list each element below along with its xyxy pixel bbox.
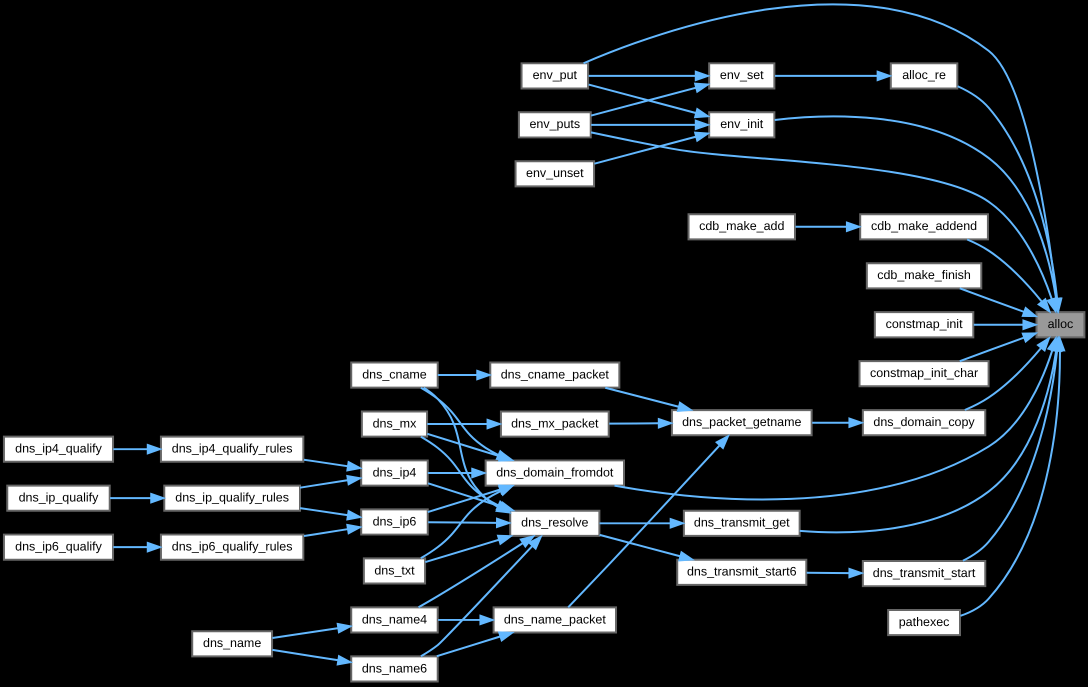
svg-text:dns_txt: dns_txt (374, 562, 415, 577)
svg-text:dns_ip6_qualify: dns_ip6_qualify (15, 539, 102, 554)
svg-text:dns_cname: dns_cname (362, 366, 426, 381)
svg-text:alloc: alloc (1048, 316, 1074, 331)
svg-text:dns_ip_qualify: dns_ip_qualify (19, 490, 99, 505)
svg-text:dns_ip4_qualify_rules: dns_ip4_qualify_rules (172, 441, 293, 456)
svg-text:dns_transmit_get: dns_transmit_get (694, 515, 790, 530)
svg-text:env_unset: env_unset (526, 165, 584, 180)
svg-text:dns_transmit_start6: dns_transmit_start6 (687, 564, 797, 579)
svg-text:dns_transmit_start: dns_transmit_start (873, 565, 976, 580)
svg-text:alloc_re: alloc_re (902, 67, 946, 82)
svg-text:dns_ip4_qualify: dns_ip4_qualify (15, 441, 102, 456)
svg-text:dns_domain_fromdot: dns_domain_fromdot (496, 464, 614, 479)
svg-text:dns_domain_copy: dns_domain_copy (873, 414, 975, 429)
svg-text:dns_name: dns_name (203, 635, 261, 650)
svg-text:env_init: env_init (720, 116, 764, 131)
svg-text:dns_name6: dns_name6 (362, 660, 427, 675)
svg-text:cdb_make_add: cdb_make_add (699, 218, 784, 233)
svg-text:env_set: env_set (720, 67, 764, 82)
svg-text:pathexec: pathexec (899, 614, 950, 629)
svg-text:dns_mx: dns_mx (373, 415, 417, 430)
svg-text:dns_ip4: dns_ip4 (373, 464, 417, 479)
svg-text:constmap_init: constmap_init (886, 316, 963, 331)
svg-text:dns_resolve: dns_resolve (521, 515, 588, 530)
svg-text:dns_ip6: dns_ip6 (373, 513, 417, 528)
svg-text:env_puts: env_puts (529, 116, 580, 131)
svg-text:env_put: env_put (533, 67, 578, 82)
svg-text:dns_name4: dns_name4 (362, 611, 427, 626)
svg-text:dns_ip6_qualify_rules: dns_ip6_qualify_rules (172, 539, 293, 554)
svg-text:dns_ip_qualify_rules: dns_ip_qualify_rules (175, 490, 289, 505)
svg-text:dns_packet_getname: dns_packet_getname (682, 414, 801, 429)
svg-text:constmap_init_char: constmap_init_char (870, 365, 978, 380)
svg-text:cdb_make_addend: cdb_make_addend (871, 218, 977, 233)
svg-text:dns_cname_packet: dns_cname_packet (501, 366, 610, 381)
svg-text:dns_name_packet: dns_name_packet (504, 611, 606, 626)
svg-text:dns_mx_packet: dns_mx_packet (511, 415, 599, 430)
svg-text:cdb_make_finish: cdb_make_finish (877, 267, 971, 282)
